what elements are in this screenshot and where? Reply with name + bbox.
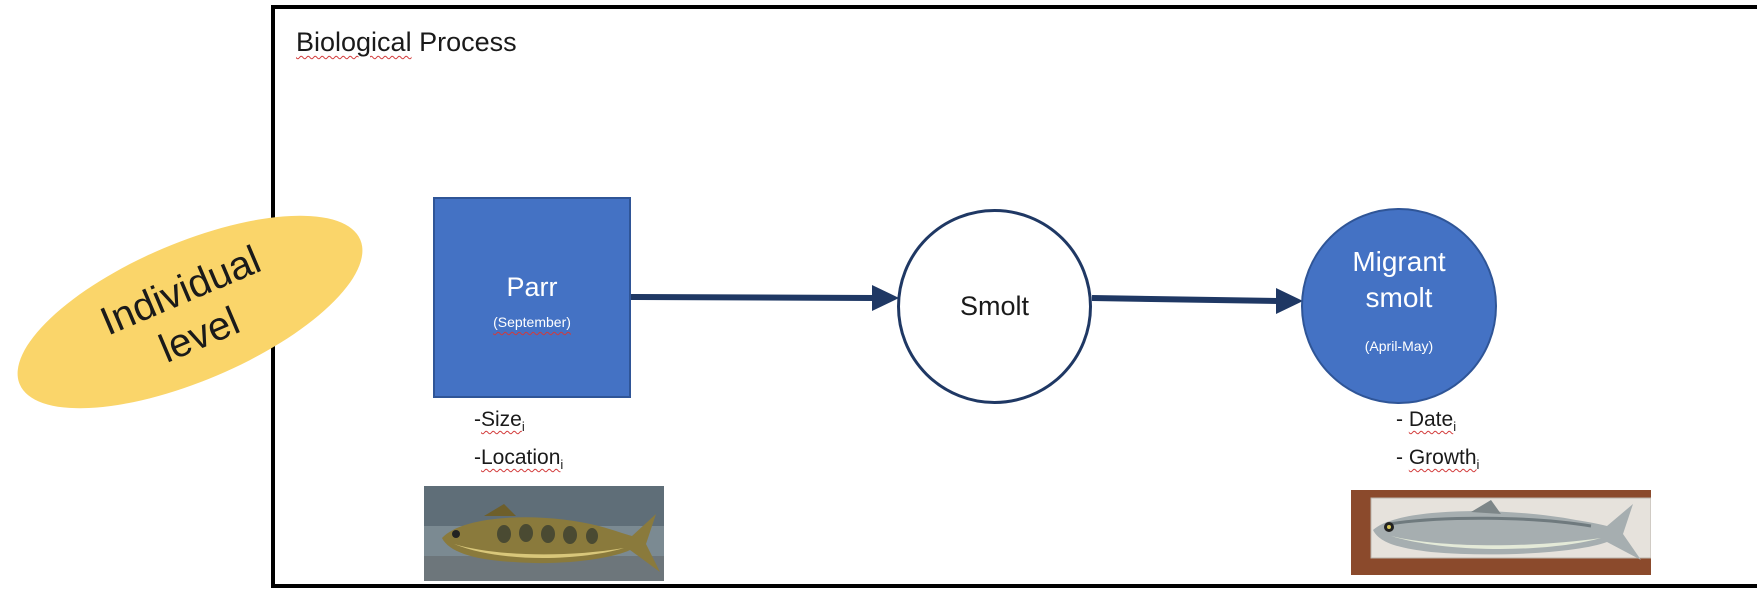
attribute-location: -Locationi (474, 446, 564, 473)
migrant-smolt-node: Migrant smolt (April-May) (1301, 208, 1497, 404)
parr-attributes: -Sizei -Locationi (474, 404, 563, 480)
parr-fish-photo (424, 486, 664, 581)
attribute-growth: - Growthi (1396, 446, 1480, 473)
migrant-smolt-attributes: - Datei - Growthi (1396, 404, 1479, 480)
parr-node: Parr (September) (433, 197, 631, 398)
smolt-node: Smolt (897, 209, 1092, 404)
diagram-title: Biological Process (296, 27, 517, 57)
attribute-date: - Datei (1396, 408, 1457, 435)
attribute-size: -Sizei (474, 408, 525, 435)
parr-sublabel: (September) (493, 314, 571, 330)
migrant-smolt-fish-photo (1351, 490, 1651, 575)
smolt-label: Smolt (959, 291, 1030, 321)
migrant-smolt-label: Migrant smolt (1352, 246, 1446, 313)
arrow-smolt-to-migrant (1091, 288, 1303, 314)
individual-level-ellipse (17, 215, 363, 409)
arrow-parr-to-smolt (630, 285, 899, 311)
parr-label: Parr (506, 272, 558, 302)
migrant-smolt-sublabel: (April-May) (1364, 338, 1434, 354)
